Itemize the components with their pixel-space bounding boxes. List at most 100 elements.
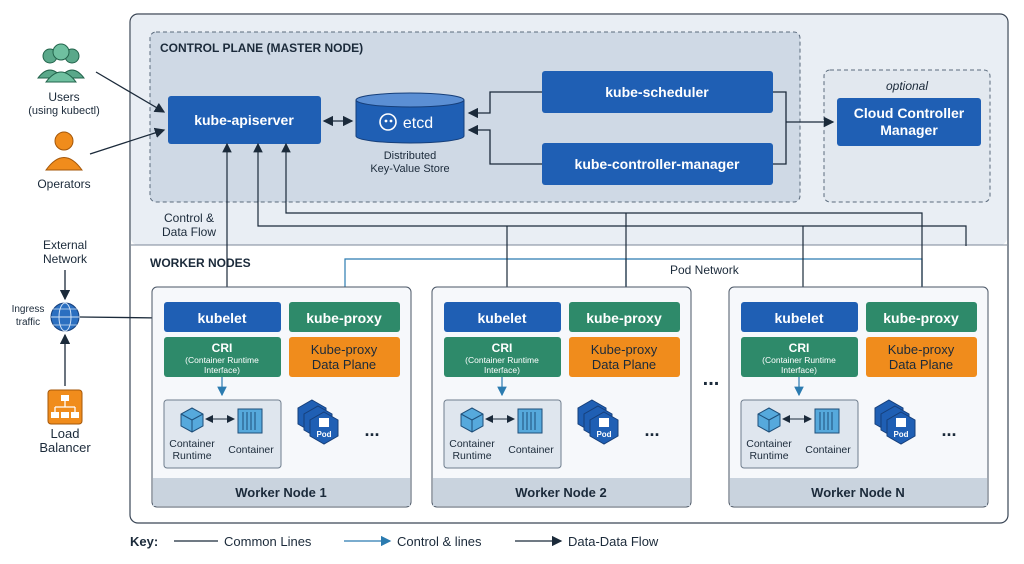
kube-proxy-data-plane[interactable] xyxy=(866,337,977,377)
cri-title: CRI xyxy=(789,341,810,355)
etcd-store[interactable]: etcd xyxy=(355,92,465,144)
kubelet-label: kubelet xyxy=(774,310,823,326)
container-label: Container xyxy=(228,444,274,456)
data-plane-label-1: Kube-proxy xyxy=(311,342,378,357)
worker-node-2: Worker Node 2 kubelet kube-proxyCRI(Contai… xyxy=(431,286,692,508)
container-label: Container xyxy=(805,444,851,456)
key-item-common: Common Lines xyxy=(224,534,312,549)
operator-icon xyxy=(45,131,83,171)
flow-label-1: Control & xyxy=(164,211,214,225)
container-runtime-label-1: Container xyxy=(169,438,215,450)
load-balancer-label-2: Balancer xyxy=(39,440,91,455)
control-plane-title: CONTROL PLANE (MASTER NODE) xyxy=(160,41,363,55)
key-label: Key: xyxy=(130,534,158,549)
cri-subtitle-2: Interface) xyxy=(484,365,520,375)
pod-icon: Pod xyxy=(309,411,339,445)
kube-proxy-box[interactable] xyxy=(289,302,400,332)
load-balancer-icon xyxy=(47,389,83,425)
pod-icon: Pod xyxy=(589,411,619,445)
container-icon xyxy=(814,408,840,434)
data-plane-label-2: Data Plane xyxy=(312,357,376,372)
operators-label: Operators xyxy=(37,177,90,191)
kube-proxy-label: kube-proxy xyxy=(586,310,662,326)
key-item-control: Control & lines xyxy=(397,534,482,549)
kube-proxy-label: kube-proxy xyxy=(306,310,382,326)
cri-box[interactable] xyxy=(164,337,281,377)
users-sublabel: (using kubectl) xyxy=(28,105,100,117)
pod-icon: Pod xyxy=(886,411,916,445)
cri-subtitle-1: (Container Runtime xyxy=(185,355,259,365)
cloud-controller-manager[interactable] xyxy=(837,98,981,146)
kubelet-box[interactable] xyxy=(741,302,858,332)
pod-stack: Pod xyxy=(297,399,339,445)
external-network-label-2: Network xyxy=(43,252,88,266)
cri-subtitle-1: (Container Runtime xyxy=(762,355,836,365)
users-label: Users xyxy=(48,90,79,104)
container-runtime-label-1: Container xyxy=(449,438,495,450)
pod-stack: Pod xyxy=(874,399,916,445)
etcd-caption-1: Distributed xyxy=(384,150,437,162)
worker-nodes-title: WORKER NODES xyxy=(150,256,251,270)
kube-apiserver-label: kube-apiserver xyxy=(194,112,294,128)
container-runtime-label-2: Runtime xyxy=(452,450,491,462)
data-plane-label-2: Data Plane xyxy=(889,357,953,372)
ingress-label-2: traffic xyxy=(16,317,40,328)
load-balancer-label-1: Load xyxy=(51,426,80,441)
more-pods-ellipsis: ... xyxy=(941,420,956,440)
cri-subtitle-2: Interface) xyxy=(781,365,817,375)
etcd-caption-2: Key-Value Store xyxy=(370,163,449,175)
kube-controller-manager-label: kube-controller-manager xyxy=(575,156,740,172)
kube-proxy-box[interactable] xyxy=(569,302,680,332)
data-plane-label-1: Kube-proxy xyxy=(888,342,955,357)
etcd-label: etcd xyxy=(403,115,433,132)
cri-box[interactable] xyxy=(741,337,858,377)
cri-subtitle-1: (Container Runtime xyxy=(465,355,539,365)
kubelet-label: kubelet xyxy=(477,310,526,326)
ingress-label-1: Ingress xyxy=(12,304,45,315)
more-nodes-ellipsis: ... xyxy=(703,368,720,390)
pod-stack: Pod xyxy=(577,399,619,445)
external-network-label-1: External xyxy=(43,238,87,252)
globe-icon xyxy=(50,302,80,332)
more-pods-ellipsis: ... xyxy=(364,420,379,440)
cri-title: CRI xyxy=(212,341,233,355)
kube-scheduler-label: kube-scheduler xyxy=(605,84,709,100)
kube-proxy-data-plane[interactable] xyxy=(289,337,400,377)
etcd-icon xyxy=(379,113,397,131)
container-runtime-label-1: Container xyxy=(746,438,792,450)
container-runtime-label-2: Runtime xyxy=(172,450,211,462)
kubelet-box[interactable] xyxy=(444,302,561,332)
pod-label: Pod xyxy=(596,430,611,439)
worker-node-name: Worker Node 2 xyxy=(515,485,607,500)
container-icon xyxy=(517,408,543,434)
kube-proxy-label: kube-proxy xyxy=(883,310,959,326)
worker-node-name: Worker Node N xyxy=(811,485,905,500)
cri-subtitle-2: Interface) xyxy=(204,365,240,375)
kube-apiserver-box[interactable] xyxy=(168,96,321,144)
worker-node-name: Worker Node 1 xyxy=(235,485,327,500)
cri-title: CRI xyxy=(492,341,513,355)
cloud-controller-title-1: Cloud Controller xyxy=(854,105,965,121)
container-icon xyxy=(237,408,263,434)
key-item-data: Data-Data Flow xyxy=(568,534,659,549)
worker-node-3: Worker Node N kubelet kube-proxyCRI(Contai… xyxy=(728,286,989,508)
data-plane-label-1: Kube-proxy xyxy=(591,342,658,357)
pod-network-label: Pod Network xyxy=(670,263,740,277)
kubelet-box[interactable] xyxy=(164,302,281,332)
pod-label: Pod xyxy=(893,430,908,439)
container-label: Container xyxy=(508,444,554,456)
optional-label: optional xyxy=(886,79,928,93)
kube-proxy-box[interactable] xyxy=(866,302,977,332)
users-icon xyxy=(36,43,86,83)
more-pods-ellipsis: ... xyxy=(644,420,659,440)
flow-label-2: Data Flow xyxy=(162,225,216,239)
pod-label: Pod xyxy=(316,430,331,439)
cloud-controller-title-2: Manager xyxy=(880,122,938,138)
kube-scheduler-box[interactable] xyxy=(542,71,773,113)
kube-proxy-data-plane[interactable] xyxy=(569,337,680,377)
container-runtime-label-2: Runtime xyxy=(749,450,788,462)
data-plane-label-2: Data Plane xyxy=(592,357,656,372)
cri-box[interactable] xyxy=(444,337,561,377)
